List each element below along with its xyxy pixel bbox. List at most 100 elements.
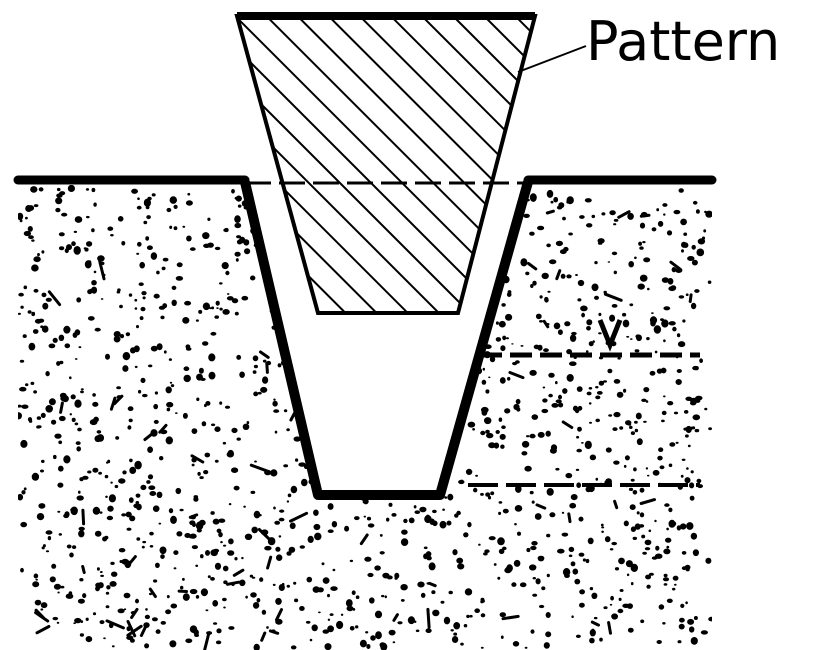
sand-grain xyxy=(182,317,190,324)
sand-grain xyxy=(593,616,598,620)
sand-grain xyxy=(448,590,453,595)
sand-grain xyxy=(497,537,505,546)
sand-grain xyxy=(252,602,260,609)
sand-grain xyxy=(616,391,624,398)
sand-grain xyxy=(480,613,486,618)
sand-grain xyxy=(514,523,517,526)
sand-grain xyxy=(613,460,620,465)
sand-grain xyxy=(219,307,223,311)
sand-grain xyxy=(575,634,581,638)
sand-grain xyxy=(175,487,182,495)
sand-grain xyxy=(56,193,63,198)
sand-grain xyxy=(204,403,207,408)
sand-grain xyxy=(672,326,677,332)
sand-grain xyxy=(704,210,707,214)
sand-streak xyxy=(567,512,572,524)
sand-grain xyxy=(70,394,76,400)
sand-grain xyxy=(568,546,575,553)
sand-grain xyxy=(189,520,196,526)
sand-grain xyxy=(140,377,146,383)
sand-grain xyxy=(375,631,382,640)
sand-grain xyxy=(627,603,633,609)
sand-grain xyxy=(159,546,167,555)
sand-grain xyxy=(548,393,553,398)
sand-grain xyxy=(78,530,85,538)
sand-grain xyxy=(400,538,409,546)
sand-streak xyxy=(603,292,623,302)
sand-grain xyxy=(249,574,254,578)
sand-grain xyxy=(480,430,486,436)
sand-grain xyxy=(72,545,77,549)
sand-grain xyxy=(679,617,685,623)
sand-grain xyxy=(658,447,664,453)
sand-grain xyxy=(678,188,684,193)
sand-grain xyxy=(254,460,257,463)
sand-grain xyxy=(18,493,24,501)
sand-grain xyxy=(236,354,242,360)
sand-grain xyxy=(579,215,585,219)
sand-grain xyxy=(56,361,61,366)
sand-grain xyxy=(134,504,138,507)
sand-streak xyxy=(158,423,168,434)
sand-grain xyxy=(676,369,682,373)
sand-grain xyxy=(596,391,603,395)
sand-grain xyxy=(447,493,454,501)
sand-streak xyxy=(542,319,550,329)
sand-grain xyxy=(504,408,511,414)
sand-grain xyxy=(136,537,141,541)
sand-grain xyxy=(579,589,585,595)
sand-grain xyxy=(162,257,169,262)
sand-grain xyxy=(502,546,507,551)
sand-grain xyxy=(214,246,221,251)
sand-grain xyxy=(680,523,687,530)
sand-grain xyxy=(82,593,87,599)
sand-grain xyxy=(586,319,593,326)
sand-grain xyxy=(25,383,29,387)
sand-grain xyxy=(30,186,38,193)
sand-grain xyxy=(595,386,599,389)
sand-grain xyxy=(519,582,527,588)
sand-grain xyxy=(294,598,299,603)
sand-grain xyxy=(185,347,192,351)
sand-grain xyxy=(639,246,644,250)
sand-grain xyxy=(603,380,607,383)
sand-grain xyxy=(283,464,289,468)
sand-grain xyxy=(502,335,507,341)
sand-grain xyxy=(116,386,121,390)
sand-grain xyxy=(366,644,371,649)
sand-grain xyxy=(663,583,668,586)
sand-grain xyxy=(439,520,447,529)
sand-grain xyxy=(144,643,150,649)
sand-grain xyxy=(403,518,408,524)
sand-grain xyxy=(546,189,554,198)
sand-grain xyxy=(202,302,210,311)
sand-grain xyxy=(630,563,638,573)
sand-grain xyxy=(575,468,580,471)
sand-grain xyxy=(414,510,421,514)
sand-streak xyxy=(359,533,369,546)
sand-grain xyxy=(611,613,618,620)
sand-grain xyxy=(51,419,57,425)
sand-grain xyxy=(74,617,82,624)
sand-grain xyxy=(598,241,603,245)
sand-grain xyxy=(143,198,151,207)
sand-grain xyxy=(650,319,656,327)
sand-grain xyxy=(31,264,39,272)
sand-grain xyxy=(440,600,445,604)
sand-grain xyxy=(517,531,521,536)
sand-grain xyxy=(443,616,451,625)
sand-streak xyxy=(232,568,245,577)
sand-streak xyxy=(226,580,241,586)
sand-grain xyxy=(55,197,63,205)
sand-grain xyxy=(134,298,138,302)
sand-grain xyxy=(571,615,574,618)
sand-grain xyxy=(234,251,241,257)
sand-streak xyxy=(501,614,520,621)
sand-grain xyxy=(355,625,359,629)
sand-grain xyxy=(287,493,292,498)
sand-grain xyxy=(502,508,509,514)
sand-grain xyxy=(219,282,223,285)
sand-grain xyxy=(562,216,566,221)
sand-grain xyxy=(288,546,296,553)
sand-grain xyxy=(137,241,142,247)
